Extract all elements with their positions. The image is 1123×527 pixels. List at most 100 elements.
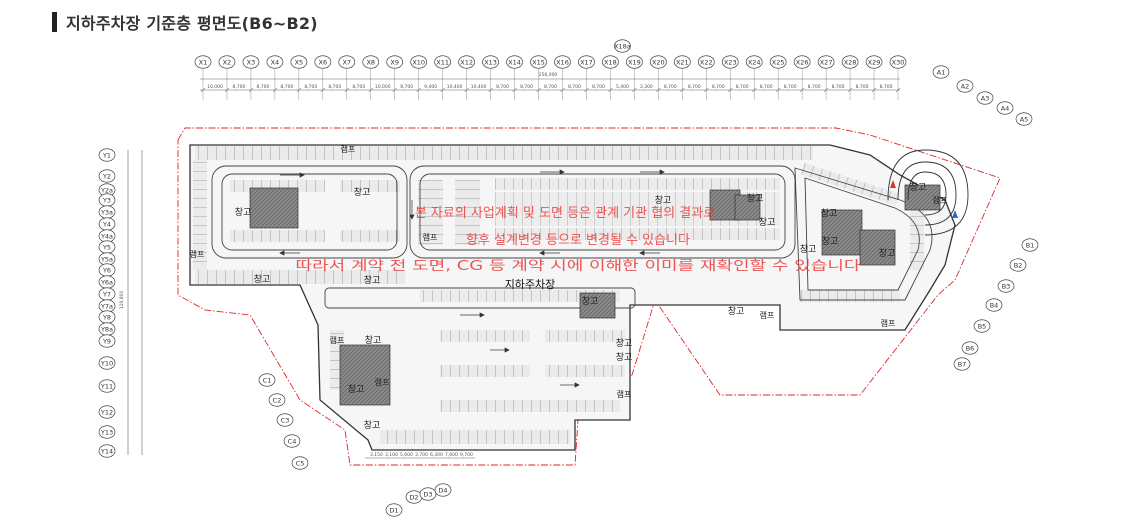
page-title: 지하주차장 기준층 평면도(B6~B2) — [52, 11, 318, 33]
svg-text:Y7: Y7 — [102, 290, 111, 298]
svg-text:X18: X18 — [604, 58, 617, 66]
svg-text:A1: A1 — [937, 68, 946, 76]
y-grid-bubble-y7a: Y7a — [98, 299, 116, 313]
x-grid-bubble-x7: X7 — [338, 55, 356, 69]
svg-text:X21: X21 — [676, 58, 689, 66]
x-spacing-label: 10,400 — [471, 84, 487, 90]
b-grid-bubble-b3: B3 — [997, 279, 1015, 293]
svg-text:X26: X26 — [796, 58, 809, 66]
x-grid-bubble-x27: X27 — [817, 55, 835, 69]
storage-label: 창고 — [364, 420, 381, 431]
svg-text:A3: A3 — [981, 94, 990, 102]
svg-text:Y8: Y8 — [102, 313, 111, 321]
x-spacing-label: 10,000 — [375, 84, 391, 90]
svg-text:Y5: Y5 — [102, 243, 111, 251]
x-spacing-label: 8,700 — [832, 84, 845, 90]
d-grid-bubble-d2: D2 — [405, 490, 423, 504]
y-grid-bubble-y4: Y4 — [98, 217, 116, 231]
y-grid-bubble-y2: Y2 — [98, 169, 116, 183]
x-grid-bubble-x30: X30 — [889, 55, 907, 69]
svg-text:C4: C4 — [288, 437, 297, 445]
storage-label: 창고 — [910, 182, 927, 193]
storage-label: 창고 — [616, 352, 633, 363]
storage-label: 창고 — [821, 208, 838, 219]
x-grid-bubble-x22: X22 — [697, 55, 715, 69]
svg-text:D1: D1 — [389, 506, 398, 514]
ramp-label: 램프 — [330, 335, 345, 345]
svg-text:X1: X1 — [199, 58, 208, 66]
y-grid-bubble-y12: Y12 — [98, 405, 116, 419]
y-grid-bubble-y3: Y3 — [98, 193, 116, 207]
x-spacing-label: 8,700 — [592, 84, 605, 90]
x-grid-bubble-x17: X17 — [578, 55, 595, 69]
d-grid-bubble-d1: D1 — [385, 503, 403, 517]
ramp-direction-arrows — [890, 180, 958, 218]
y-axis-grid-bubbles: Y1Y2Y2aY3Y3aY4Y4aY5Y5aY6Y6aY7Y7aY8Y8aY9Y… — [98, 148, 116, 458]
x-grid-bubble-x11: X11 — [434, 55, 452, 69]
storage-label: 창고 — [354, 187, 371, 198]
main-area-label: 지하주차장 — [505, 277, 556, 291]
svg-text:X23: X23 — [724, 58, 737, 66]
svg-text:Y6: Y6 — [102, 266, 111, 274]
storage-label: 창고 — [728, 306, 745, 317]
svg-text:Y9: Y9 — [102, 337, 111, 345]
svg-text:X15: X15 — [532, 58, 545, 66]
x-grid-bubble-x29: X29 — [865, 55, 883, 69]
svg-text:X17: X17 — [580, 58, 593, 66]
x-grid-bubble-x20: X20 — [649, 55, 667, 69]
title-marker — [52, 12, 57, 32]
y-grid-bubble-y5: Y5 — [98, 240, 116, 254]
x-spacing-label: 8,700 — [520, 84, 533, 90]
svg-text:B2: B2 — [1014, 261, 1023, 269]
y-grid-bubble-y5a: Y5a — [98, 252, 116, 266]
storage-label: 창고 — [235, 207, 252, 218]
x-grid-bubble-x16: X16 — [554, 55, 571, 69]
ramp-label: 램프 — [423, 232, 438, 242]
svg-text:C1: C1 — [263, 376, 272, 384]
storage-label: 창고 — [616, 338, 633, 349]
x-grid-bubble-x23: X23 — [721, 55, 739, 69]
x-total-dimension: 258,000 — [539, 72, 558, 78]
x-grid-bubble-x10: X10 — [410, 55, 428, 69]
x-grid-bubble-x28: X28 — [841, 55, 859, 69]
storage-label: 창고 — [254, 274, 271, 285]
bottom-spacing-label: 5,600 — [400, 452, 413, 458]
x-grid-bubble-x9: X9 — [386, 55, 404, 69]
svg-text:B4: B4 — [990, 301, 999, 309]
svg-text:X30: X30 — [892, 58, 905, 66]
x-spacing-label: 8,700 — [808, 84, 821, 90]
x-spacing-label: 9,400 — [424, 84, 437, 90]
notice-line-3: 따라서 계약 전 도면, CG 등 계약 시에 이해한 이미를 재확인할 수 있… — [296, 259, 861, 274]
storage-label: 창고 — [822, 236, 839, 247]
building-cores — [249, 184, 941, 406]
x-spacing-label: 8,700 — [400, 84, 413, 90]
x-grid-bubble-x4: X4 — [266, 55, 284, 69]
x-spacing-label: 8,700 — [760, 84, 773, 90]
x-grid-bubble-x19: X19 — [626, 55, 643, 69]
x-grid-bubble-x21: X21 — [673, 55, 691, 69]
svg-text:X10: X10 — [412, 58, 425, 66]
y-grid-bubble-y6: Y6 — [98, 263, 116, 277]
drive-aisles — [211, 165, 933, 309]
notice-line-1: 본 자료의 사업계획 및 도면 등은 관계 기관 협의 결과로 — [415, 206, 715, 221]
svg-text:Y11: Y11 — [100, 382, 113, 390]
svg-text:Y4: Y4 — [102, 220, 111, 228]
svg-text:A2: A2 — [961, 82, 970, 90]
ramp-label: 램프 — [375, 377, 390, 387]
svg-text:B1: B1 — [1026, 241, 1035, 249]
svg-text:B3: B3 — [1002, 282, 1011, 290]
svg-text:X12: X12 — [460, 58, 473, 66]
svg-text:Y3: Y3 — [102, 196, 111, 204]
storage-label: 창고 — [582, 296, 599, 307]
x-spacing-label: 8,700 — [568, 84, 581, 90]
x-grid-bubble-x13: X13 — [482, 55, 499, 69]
x-spacing-label: 8,700 — [784, 84, 797, 90]
x-spacing-label: 8,700 — [544, 84, 557, 90]
y-grid-bubble-y1: Y1 — [98, 148, 116, 162]
ramp-label: 램프 — [881, 318, 896, 328]
traffic-arrows — [279, 169, 665, 388]
svg-text:X9: X9 — [390, 58, 399, 66]
